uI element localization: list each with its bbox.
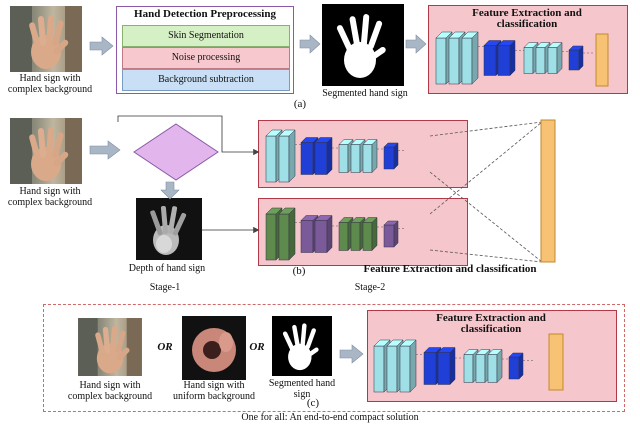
- feature-title-c: Feature Extraction and classification: [436, 312, 546, 335]
- caption-segmented-c: Segmented hand sign: [268, 378, 336, 400]
- arrow-input-to-depth: [89, 140, 121, 160]
- caption-complex-c: Hand sign with complex background: [67, 380, 153, 402]
- depth-estimation-label: Depth Estimation: [151, 137, 201, 159]
- preprocessing-block: Hand Detection Preprocessing Skin Segmen…: [116, 6, 294, 94]
- step-noise-processing: Noise processing: [122, 47, 290, 69]
- caption-input-a: Hand sign with complex background: [7, 73, 93, 95]
- arrow-preprocess-to-segmented: [299, 34, 321, 54]
- arrow-segmented-to-feature-a: [405, 34, 427, 54]
- caption-uniform-c: Hand sign with uniform background: [173, 380, 255, 402]
- or-label-2: OR: [249, 341, 265, 353]
- depth-hand-image: [136, 198, 202, 260]
- feature-box-b-top: [258, 120, 468, 188]
- caption-input-b: Hand sign with complex background: [7, 186, 93, 208]
- feature-title-b: Feature Extraction and classification: [363, 263, 537, 275]
- stage-2-label: Stage-2: [354, 282, 386, 293]
- arrow-input-to-preprocess: [89, 36, 114, 56]
- label-c: (c): [306, 397, 320, 409]
- hand-photo-uniform-c: [182, 316, 246, 380]
- arrow-depth-down: [160, 181, 180, 200]
- feature-title-a: Feature Extraction and classification: [472, 7, 582, 30]
- caption-depth: Depth of hand sign: [128, 263, 206, 274]
- preprocessing-title: Hand Detection Preprocessing: [134, 8, 276, 20]
- panel-c-frame: [43, 304, 625, 412]
- fc-layer-b: [540, 119, 556, 263]
- label-a: (a): [293, 98, 307, 110]
- hand-photo-complex-c: [78, 318, 142, 376]
- feature-box-b-bottom: [258, 198, 468, 266]
- or-label-1: OR: [157, 341, 173, 353]
- segmented-hand-image-a: [322, 4, 404, 86]
- caption-segmented-a: Segmented hand sign: [322, 88, 408, 99]
- hand-photo-complex-b: [10, 118, 82, 184]
- step-background-subtraction: Background subtraction: [122, 69, 290, 91]
- hand-photo-complex-a: [10, 6, 82, 72]
- segmented-hand-image-c: [272, 316, 332, 376]
- step-skin-segmentation: Skin Segmentation: [122, 25, 290, 47]
- footer-caption: One for all: An end-to-end compact solut…: [241, 412, 419, 423]
- label-b: (b): [292, 265, 306, 277]
- stage-1-label: Stage-1: [149, 282, 181, 293]
